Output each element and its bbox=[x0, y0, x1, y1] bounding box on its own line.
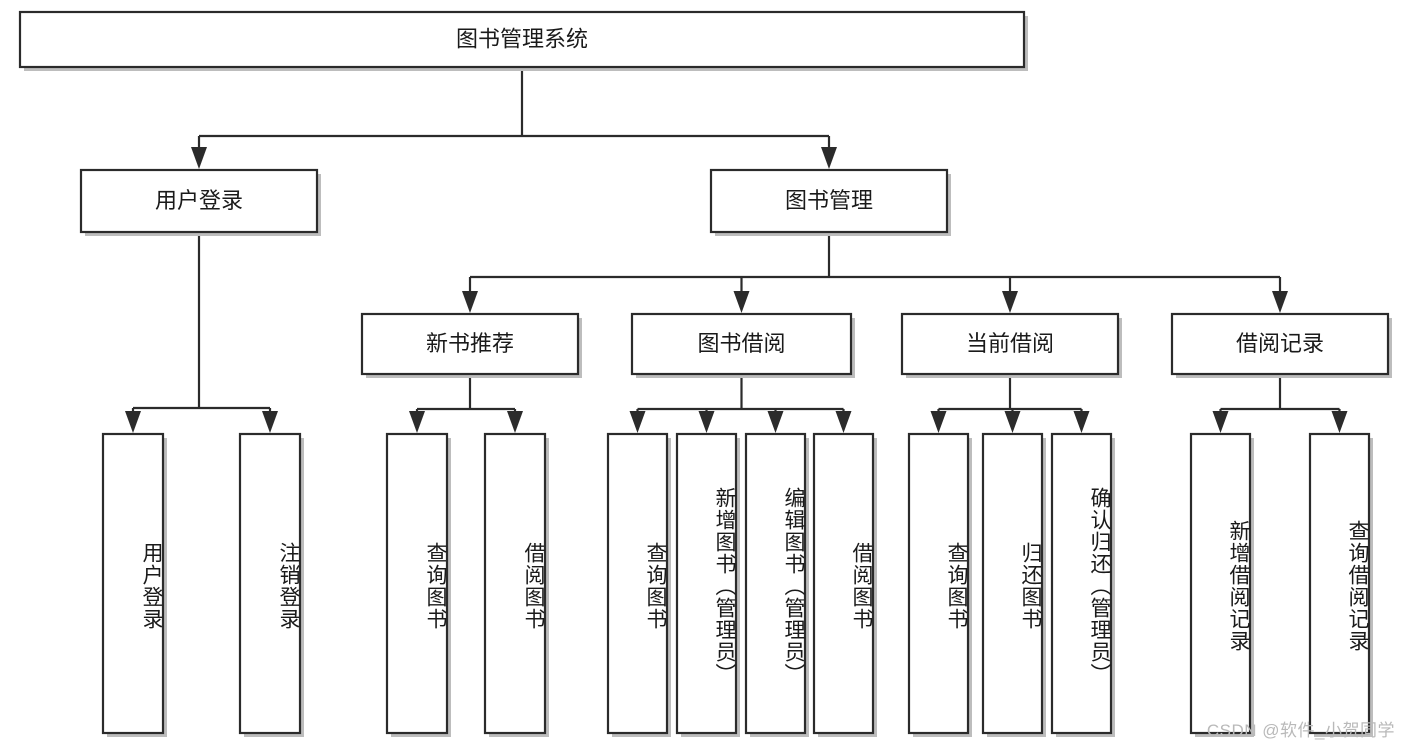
arrow-head-icon bbox=[1073, 411, 1090, 433]
node-l3-新书推荐[interactable] bbox=[360, 312, 580, 376]
node-l3-借阅记录-label: 借阅记录 bbox=[1236, 331, 1324, 356]
node-leaf-4-查询图书[interactable] bbox=[606, 432, 669, 735]
node-leaf-10-确认归还管理员[interactable] bbox=[1050, 432, 1113, 735]
node-leaf-0-用户登录[interactable] bbox=[101, 432, 165, 735]
node-l3-当前借阅[interactable] bbox=[900, 312, 1120, 376]
arrow-head-icon bbox=[462, 291, 478, 313]
node-l2-图书管理-label: 图书管理 bbox=[785, 188, 873, 213]
node-l2-用户登录-label: 用户登录 bbox=[155, 188, 243, 213]
node-leaf-11-新增借阅记录[interactable] bbox=[1189, 432, 1252, 735]
arrow-head-icon bbox=[125, 411, 141, 433]
node-l2-图书管理[interactable] bbox=[709, 168, 949, 234]
arrow-head-icon bbox=[1331, 411, 1348, 433]
node-root-图书管理系统-label: 图书管理系统 bbox=[456, 26, 588, 51]
connector-layer bbox=[125, 67, 1348, 433]
arrow-head-icon bbox=[507, 411, 523, 433]
node-leaf-2-查询图书[interactable] bbox=[385, 432, 449, 735]
node-leaf-7-借阅图书[interactable] bbox=[812, 432, 875, 735]
node-l2-用户登录[interactable] bbox=[79, 168, 319, 234]
node-leaf-5-新增图书管理员[interactable] bbox=[675, 432, 738, 735]
node-l3-图书借阅-label: 图书借阅 bbox=[697, 331, 785, 356]
arrow-head-icon bbox=[835, 411, 852, 433]
node-leaf-1-注销登录[interactable] bbox=[238, 432, 302, 735]
arrow-head-icon bbox=[733, 291, 750, 313]
node-leaf-8-查询图书[interactable] bbox=[907, 432, 970, 735]
node-leaf-3-借阅图书[interactable] bbox=[483, 432, 547, 735]
arrow-head-icon bbox=[1004, 411, 1021, 433]
node-l3-新书推荐-label: 新书推荐 bbox=[426, 331, 514, 356]
node-root-图书管理系统[interactable] bbox=[18, 10, 1026, 69]
box-layer bbox=[18, 10, 1392, 737]
arrow-head-icon bbox=[262, 411, 278, 433]
arrow-head-icon bbox=[191, 147, 207, 169]
arrow-head-icon bbox=[409, 411, 425, 433]
arrow-head-icon bbox=[821, 147, 837, 169]
node-leaf-12-查询借阅记录[interactable] bbox=[1308, 432, 1371, 735]
arrow-head-icon bbox=[1272, 291, 1288, 313]
watermark-text: CSDN @软件_小贺同学 bbox=[1206, 721, 1395, 740]
arrow-head-icon bbox=[1002, 291, 1018, 313]
node-leaf-9-归还图书[interactable] bbox=[981, 432, 1044, 735]
arrow-head-icon bbox=[930, 411, 947, 433]
node-l3-借阅记录[interactable] bbox=[1170, 312, 1390, 376]
arrow-head-icon bbox=[629, 411, 646, 433]
arrow-head-icon bbox=[698, 411, 715, 433]
node-l3-当前借阅-label: 当前借阅 bbox=[966, 331, 1054, 356]
node-leaf-6-编辑图书管理员[interactable] bbox=[744, 432, 807, 735]
node-l3-图书借阅[interactable] bbox=[630, 312, 853, 376]
arrow-head-icon bbox=[767, 411, 784, 433]
arrow-head-icon bbox=[1212, 411, 1229, 433]
